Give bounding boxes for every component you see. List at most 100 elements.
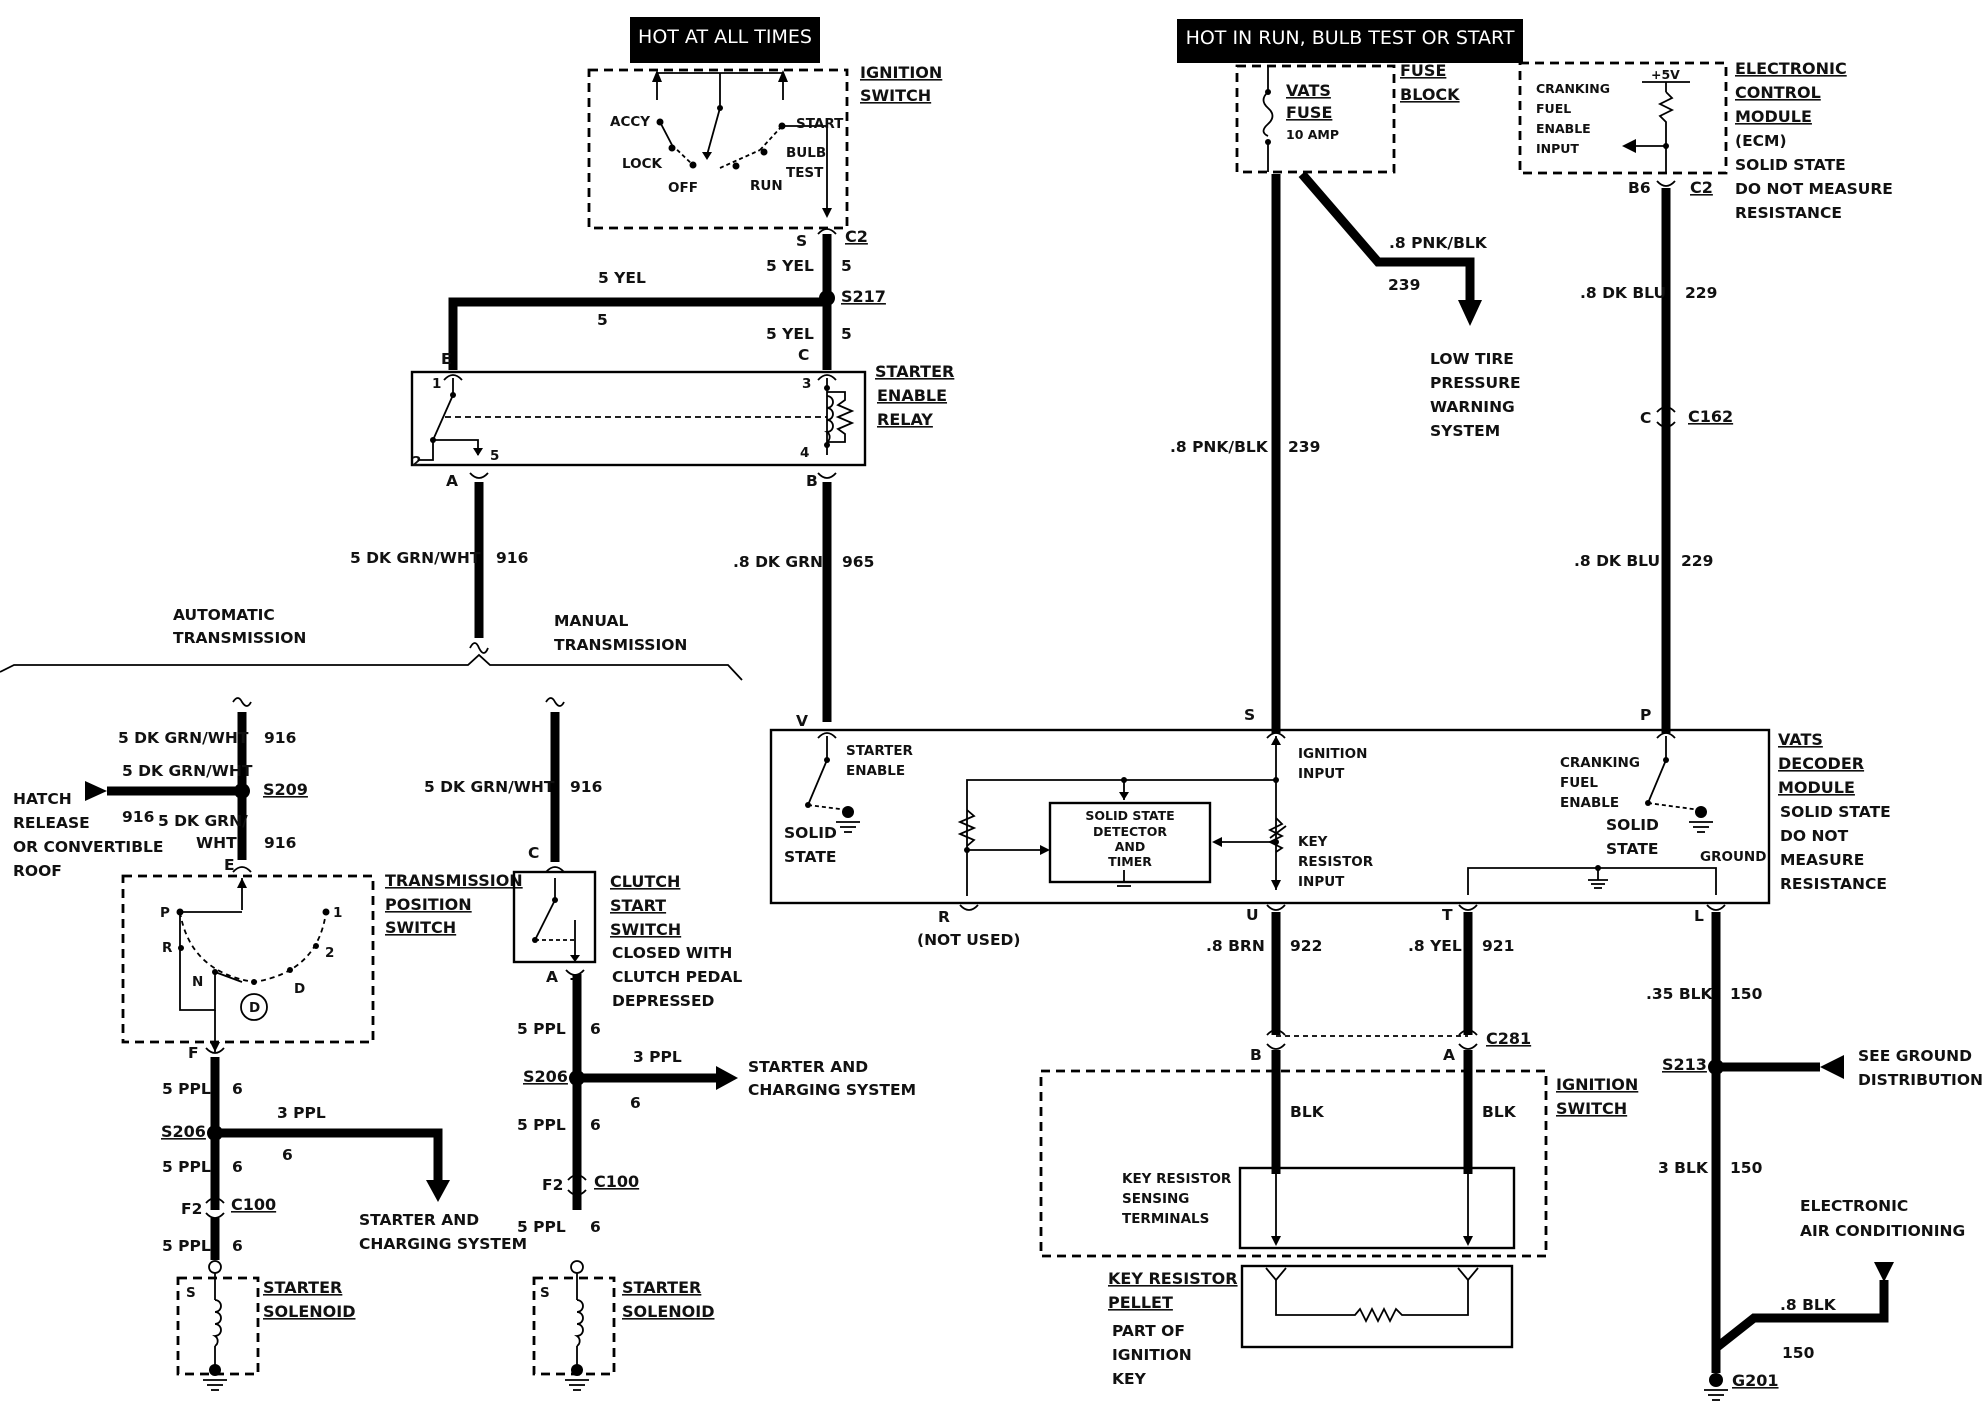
svg-text:S: S xyxy=(1244,706,1255,724)
svg-text:RESISTANCE: RESISTANCE xyxy=(1780,875,1887,893)
svg-text:IGNITION: IGNITION xyxy=(1556,1075,1638,1094)
svg-text:150: 150 xyxy=(1730,985,1763,1003)
svg-text:INPUT: INPUT xyxy=(1298,874,1345,890)
svg-text:6: 6 xyxy=(232,1158,243,1176)
svg-text:STARTER: STARTER xyxy=(875,362,954,381)
svg-text:ENABLE: ENABLE xyxy=(1560,795,1619,811)
svg-text:VATS: VATS xyxy=(1778,730,1823,749)
svg-text:BLK: BLK xyxy=(1482,1103,1517,1121)
svg-text:START: START xyxy=(796,116,844,132)
svg-text:SWITCH: SWITCH xyxy=(1556,1099,1627,1118)
svg-text:229: 229 xyxy=(1681,552,1713,570)
svg-text:RESISTANCE: RESISTANCE xyxy=(1735,204,1842,222)
svg-text:TRANSMISSION: TRANSMISSION xyxy=(173,629,306,647)
svg-text:KEY RESISTOR: KEY RESISTOR xyxy=(1108,1269,1238,1288)
svg-text:6: 6 xyxy=(590,1116,601,1134)
svg-text:5 PPL: 5 PPL xyxy=(162,1080,211,1098)
svg-text:229: 229 xyxy=(1685,284,1717,302)
svg-text:6: 6 xyxy=(232,1237,243,1255)
wire-965-dk-grn: B .8 DK GRN 965 xyxy=(733,472,874,722)
svg-text:3 PPL: 3 PPL xyxy=(277,1104,326,1122)
svg-text:.8 DK GRN: .8 DK GRN xyxy=(733,553,823,571)
svg-text:RELAY: RELAY xyxy=(877,410,933,429)
svg-text:5: 5 xyxy=(841,257,852,275)
svg-text:SENSING: SENSING xyxy=(1122,1191,1189,1207)
wire-922-brn: U .8 BRN 922 B BLK xyxy=(1206,904,1325,1174)
svg-text:N: N xyxy=(192,974,203,990)
svg-text:.8 BLK: .8 BLK xyxy=(1780,1296,1837,1314)
svg-text:IGNITION: IGNITION xyxy=(860,63,942,82)
svg-text:922: 922 xyxy=(1290,937,1322,955)
svg-text:ACCY: ACCY xyxy=(610,114,650,130)
manual-ppl-circuit: A 5 PPL 6 S206 3 PPL 6 STARTER AND CHARG… xyxy=(517,968,916,1236)
svg-text:.8 PNK/BLK: .8 PNK/BLK xyxy=(1170,438,1269,456)
svg-text:C100: C100 xyxy=(594,1172,639,1191)
svg-text:OFF: OFF xyxy=(668,180,698,196)
svg-text:10 AMP: 10 AMP xyxy=(1286,127,1339,142)
svg-text:.8 BRN: .8 BRN xyxy=(1206,937,1265,955)
svg-text:DEPRESSED: DEPRESSED xyxy=(612,992,715,1010)
starter-enable-relay: E C 1 2 3 4 5 STARTER ENABLE RELAY xyxy=(410,346,954,470)
svg-text:CLUTCH: CLUTCH xyxy=(610,872,680,891)
svg-text:ENABLE: ENABLE xyxy=(846,763,905,779)
svg-text:3: 3 xyxy=(802,376,811,392)
svg-text:5 PPL: 5 PPL xyxy=(517,1116,566,1134)
svg-text:5: 5 xyxy=(841,325,852,343)
svg-text:SWITCH: SWITCH xyxy=(385,918,456,937)
svg-text:FUEL: FUEL xyxy=(1536,101,1571,116)
svg-text:C: C xyxy=(528,844,539,862)
svg-text:.8 PNK/BLK: .8 PNK/BLK xyxy=(1389,234,1488,252)
svg-text:TEST: TEST xyxy=(786,165,824,181)
svg-text:S213: S213 xyxy=(1662,1055,1707,1074)
transmission-position-switch: D P R N D 2 1 TRANSMISSION POSITION SWIT… xyxy=(121,871,523,1052)
svg-text:C281: C281 xyxy=(1486,1029,1531,1048)
svg-text:AND: AND xyxy=(1115,839,1146,854)
svg-text:ELECTRONIC: ELECTRONIC xyxy=(1800,1197,1908,1215)
automatic-ppl-circuit: F 5 PPL 6 S206 3 PPL 6 5 PPL 6 F2 C100 5… xyxy=(161,1044,527,1260)
svg-text:RELEASE: RELEASE xyxy=(13,814,90,832)
svg-text:STARTER AND: STARTER AND xyxy=(748,1058,868,1076)
svg-text:MODULE: MODULE xyxy=(1778,778,1855,797)
svg-text:B6: B6 xyxy=(1628,179,1651,197)
svg-text:1: 1 xyxy=(333,905,342,921)
svg-text:FUSE: FUSE xyxy=(1400,61,1446,80)
svg-text:C2: C2 xyxy=(845,227,868,246)
svg-text:SOLID: SOLID xyxy=(1606,816,1659,834)
svg-text:HATCH: HATCH xyxy=(13,790,72,808)
svg-text:MODULE: MODULE xyxy=(1735,107,1812,126)
svg-text:S: S xyxy=(186,1285,196,1301)
clutch-start-switch: CLUTCH START SWITCH CLOSED WITH CLUTCH P… xyxy=(512,870,742,1010)
svg-text:HOT IN RUN, BULB TEST OR START: HOT IN RUN, BULB TEST OR START xyxy=(1186,27,1515,49)
svg-text:KEY RESISTOR: KEY RESISTOR xyxy=(1122,1171,1232,1187)
svg-text:POSITION: POSITION xyxy=(385,895,472,914)
svg-text:R: R xyxy=(938,908,950,926)
svg-text:921: 921 xyxy=(1482,937,1514,955)
svg-text:AIR CONDITIONING: AIR CONDITIONING xyxy=(1800,1222,1965,1240)
svg-text:6: 6 xyxy=(282,1146,293,1164)
svg-text:6: 6 xyxy=(590,1020,601,1038)
svg-text:5 PPL: 5 PPL xyxy=(162,1158,211,1176)
svg-text:A: A xyxy=(446,472,458,490)
svg-text:IGNITION: IGNITION xyxy=(1112,1346,1192,1364)
vats-ignition-input-feed xyxy=(1271,700,1671,733)
ignition-switch-bottom: KEY RESISTOR SENSING TERMINALS IGNITION … xyxy=(1039,1069,1638,1258)
svg-text:5 YEL: 5 YEL xyxy=(766,325,814,343)
svg-text:F2: F2 xyxy=(542,1176,563,1194)
svg-text:BULB: BULB xyxy=(786,145,826,161)
svg-text:.35 BLK: .35 BLK xyxy=(1646,985,1714,1003)
svg-text:5 PPL: 5 PPL xyxy=(517,1020,566,1038)
svg-text:SWITCH: SWITCH xyxy=(610,920,681,939)
svg-text:C162: C162 xyxy=(1688,407,1733,426)
svg-text:E: E xyxy=(224,856,235,874)
svg-text:LOCK: LOCK xyxy=(622,156,663,172)
svg-text:T: T xyxy=(1442,906,1453,924)
wire-921-yel: T .8 YEL 921 A C281 BLK xyxy=(1276,904,1531,1174)
svg-text:START: START xyxy=(610,896,666,915)
header-hot-at-all-times: HOT AT ALL TIMES xyxy=(630,17,820,63)
svg-text:916: 916 xyxy=(570,778,602,796)
svg-text:SOLID STATE: SOLID STATE xyxy=(1735,156,1846,174)
svg-text:PART OF: PART OF xyxy=(1112,1322,1185,1340)
svg-text:239: 239 xyxy=(1288,438,1320,456)
svg-text:LOW TIRE: LOW TIRE xyxy=(1430,350,1514,368)
svg-text:KEY: KEY xyxy=(1112,1370,1147,1388)
